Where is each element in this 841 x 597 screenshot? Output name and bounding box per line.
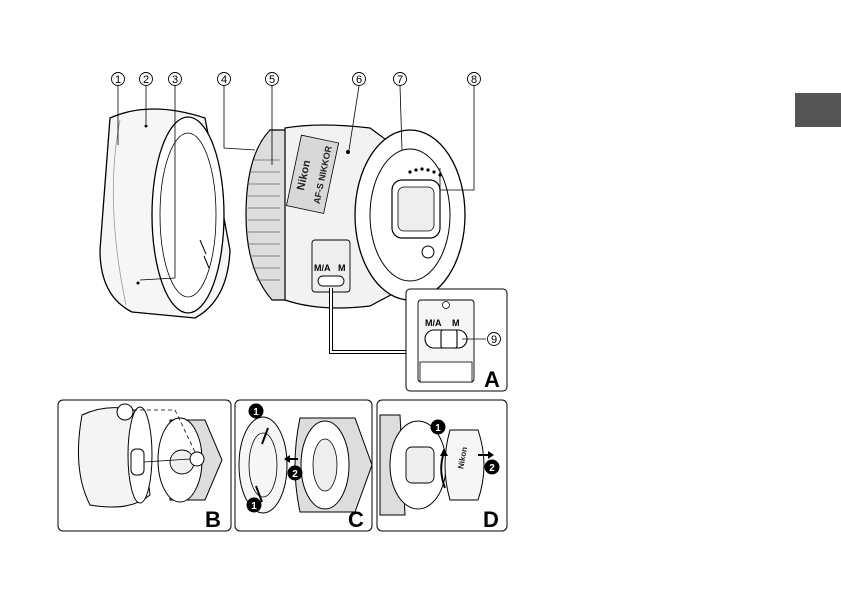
hood-dot-marker	[117, 404, 133, 420]
svg-text:6: 6	[356, 74, 362, 86]
panel-c: 1 1 2 C	[235, 400, 372, 532]
panel-b-label: B	[205, 507, 221, 532]
svg-text:1: 1	[435, 423, 441, 434]
svg-text:2: 2	[489, 463, 495, 474]
panel-d-step-1: 1	[431, 420, 446, 435]
lens-body-illustration: Nikon AF-S NIKKOR M/A M	[246, 125, 465, 308]
lens-hood-illustration	[100, 109, 230, 318]
svg-text:8: 8	[471, 74, 477, 86]
lens-mounting-mark	[346, 150, 350, 154]
panel-c-label: C	[348, 507, 364, 532]
svg-text:1: 1	[253, 407, 259, 418]
front-lens-cap	[239, 417, 287, 513]
lens-switch-ma: M/A	[314, 263, 331, 273]
svg-text:7: 7	[397, 74, 403, 86]
svg-text:1: 1	[115, 74, 121, 86]
svg-text:3: 3	[172, 74, 178, 86]
switch-m-label: M	[452, 318, 460, 328]
panel-c-step-1-bottom: 1	[247, 498, 262, 513]
panel-b: B	[58, 400, 231, 532]
svg-text:2: 2	[143, 74, 149, 86]
svg-text:4: 4	[221, 74, 227, 86]
hood-index-mark	[145, 125, 148, 128]
svg-text:2: 2	[292, 469, 298, 480]
lens-dot-marker	[190, 452, 204, 466]
panel-a-label: A	[484, 367, 500, 392]
panel-d: Nikon 1 2 D	[377, 400, 507, 532]
lens-switch-m: M	[338, 263, 346, 273]
panel-c-step-1-top: 1	[249, 404, 264, 419]
svg-text:9: 9	[491, 334, 497, 346]
panel-d-label: D	[483, 507, 499, 532]
svg-text:5: 5	[269, 74, 275, 86]
hood-line-marker	[131, 449, 144, 475]
svg-text:1: 1	[251, 501, 257, 512]
switch-ma-label: M/A	[425, 318, 442, 328]
hood-bayonet-mark	[137, 282, 140, 285]
callout-4: 4	[218, 73, 256, 151]
